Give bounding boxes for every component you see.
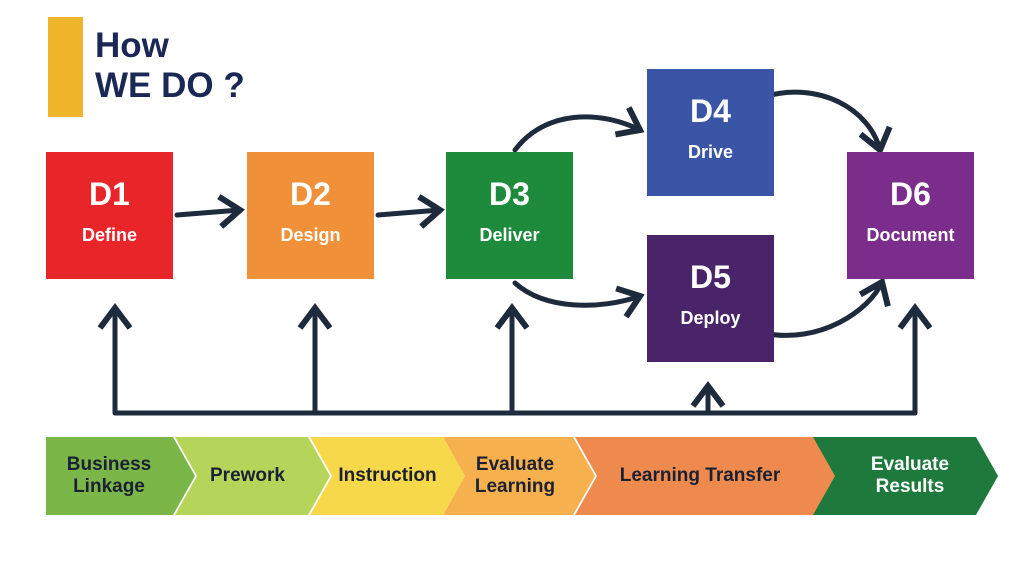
phase-label: Instruction [338,465,437,486]
phase-label: Evaluate [870,454,950,475]
step-code: D2 [290,176,331,212]
step-code: D3 [489,176,530,212]
step-label: Document [866,225,955,245]
title-accent-bar [48,17,83,117]
arrow-d2-d3 [375,194,445,229]
arrow-d3-d5 [512,280,645,319]
phase-chevron-shape [812,437,998,515]
phase-learning-transfer: Learning Transfer [595,437,805,515]
step-code: D4 [690,93,731,129]
title-line-1: How [95,26,169,65]
phase-label: Business [66,454,152,475]
phase-label: Learning [474,476,556,497]
phase-label: Evaluate [475,454,555,475]
step-label: Deploy [680,308,741,328]
phase-label: Results [875,476,945,497]
arrow-d3-d4 [512,106,645,153]
phase-prework: Prework [195,437,300,515]
phase-chevron-shape [46,437,195,515]
step-label: Design [280,225,341,245]
arrow-d5-d6 [760,277,891,338]
step-label: Define [81,225,137,245]
step-code: D1 [89,176,130,212]
step-label: Drive [687,142,734,162]
title-line-2: WE DO ? [95,66,245,105]
phase-chevron-shape [443,437,595,515]
phase-label: Prework [210,465,285,486]
step-code: D5 [690,259,731,295]
phase-label: Learning Transfer [619,465,781,486]
step-label: Deliver [479,225,540,245]
page-title: How WE DO ? [95,26,245,106]
arrow-d4-d6 [760,89,893,155]
phase-chevrons [46,437,998,515]
phase-label: Linkage [73,476,145,497]
phase-chevron-shape [175,437,330,515]
phase-chevron-shape [575,437,835,515]
arrow-d1-d2 [174,194,245,229]
phase-instruction: Instruction [330,437,445,515]
step-code: D6 [890,176,931,212]
phase-chevron-shape [310,437,465,515]
